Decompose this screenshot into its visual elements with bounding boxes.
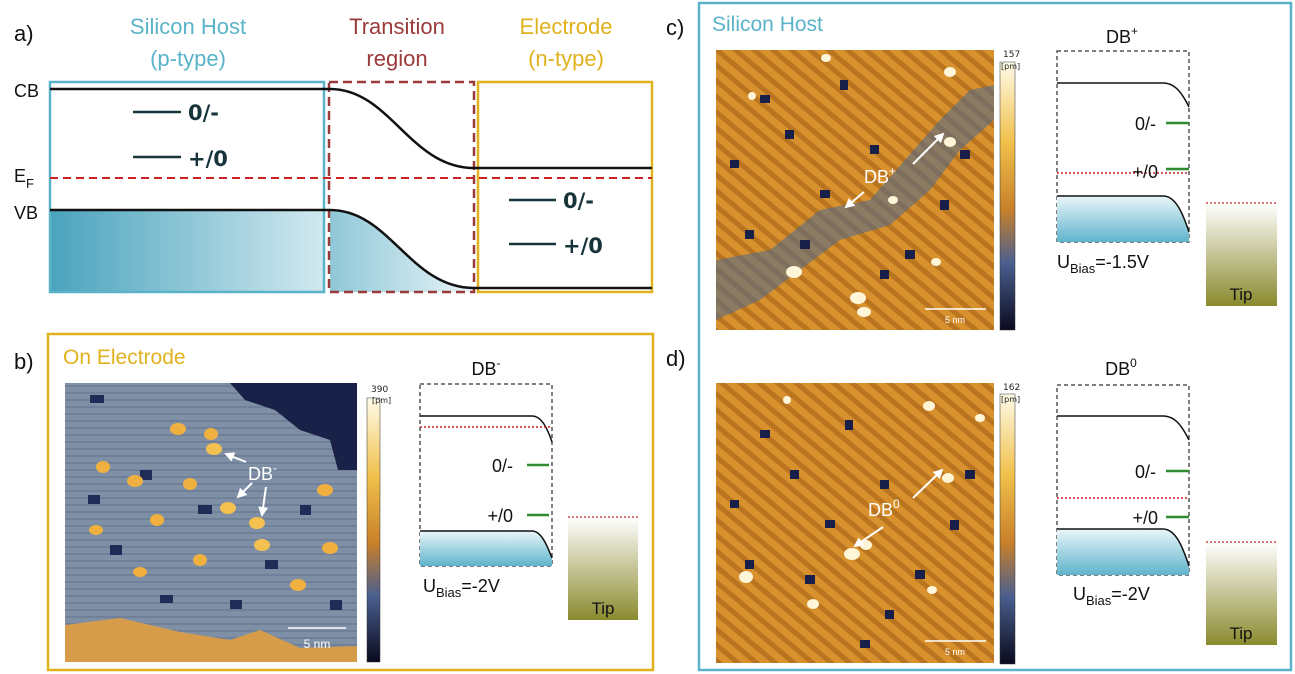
panel-a-label: a) [14, 21, 34, 46]
diagram-d-bias: UBias=-2V [1073, 584, 1150, 608]
scale-label-b: 5 nm [304, 637, 331, 651]
cb-label: CB [14, 81, 39, 101]
stm-image-c [716, 50, 994, 330]
diagram-b-level-lower: +/0 [487, 506, 513, 526]
transition-title-line2: region [366, 46, 427, 71]
diagram-c-conduction-band [1057, 82, 1190, 108]
electrode-level-lower: +/0 [563, 234, 603, 258]
transition-title-line1: Transition [349, 14, 445, 39]
arrow-c-1 [912, 132, 945, 165]
colorbar-d-unit: [pm] [1001, 395, 1020, 404]
host-level-lower: +/0 [188, 147, 228, 171]
panel-a: a) Silicon Host (p-type) Transition regi… [14, 14, 654, 294]
tip-d [1206, 542, 1277, 645]
stm-image-b [65, 383, 357, 662]
colorbar-b-unit: [pm] [372, 396, 391, 405]
diagram-b-title: DB- [471, 356, 500, 379]
diagram-b-level-upper: 0/- [492, 456, 513, 476]
diagram-b-valence-fill [420, 531, 552, 566]
tip-c-label: Tip [1230, 285, 1253, 304]
colorbar-d-max: 162 [1003, 383, 1020, 393]
host-level-upper: 0/- [188, 101, 219, 125]
panel-c: c) Silicon Host [666, 1, 1293, 672]
arrow-b-3 [258, 486, 269, 517]
colorbar-d [999, 393, 1016, 665]
conduction-band [50, 87, 652, 170]
diagram-d-level-upper: 0/- [1135, 462, 1156, 482]
host-region-box [48, 80, 326, 294]
stm-image-d [716, 383, 994, 663]
tip-b-label: Tip [592, 599, 615, 618]
host-frame-cd [697, 1, 1293, 672]
panel-b-frame [46, 332, 655, 672]
arrow-c-2 [844, 191, 865, 209]
panel-b-label: b) [14, 349, 34, 374]
db-label-b: DB- [248, 461, 277, 484]
diagram-d-level-lower: +/0 [1132, 508, 1158, 528]
arrow-d-2 [853, 526, 884, 548]
panel-c-label: c) [666, 15, 684, 40]
arrow-b-2 [236, 482, 253, 499]
tip-c [1206, 203, 1277, 306]
diagram-d-valence-fill [1057, 529, 1189, 575]
db-label-d: DB0 [868, 497, 900, 520]
colorbar-c-max: 157 [1003, 50, 1020, 60]
electrode-title-line2: (n-type) [528, 46, 604, 71]
host-valence-fill [50, 210, 324, 292]
scale-label-c: 5 nm [945, 315, 965, 325]
diagram-c-level-lower: +/0 [1132, 162, 1158, 182]
colorbar-b [366, 397, 381, 663]
host-title-line2: (p-type) [150, 46, 226, 71]
diagram-c-valence-fill [1057, 196, 1189, 242]
scale-label-d: 5 nm [945, 647, 965, 657]
panel-b: b) On Electrode [14, 332, 655, 672]
diagram-d-conduction-band [1057, 415, 1190, 441]
vb-label: VB [14, 203, 38, 223]
colorbar-c [999, 61, 1016, 331]
arrow-b-1 [224, 452, 247, 463]
db-label-c: DB+ [864, 164, 896, 187]
diagram-c-title: DB+ [1106, 24, 1138, 47]
tip-d-label: Tip [1230, 624, 1253, 643]
tip-b [568, 517, 638, 620]
diagram-d-valence-band [1057, 528, 1190, 567]
host-title-line1: Silicon Host [130, 14, 246, 39]
panel-b-title: On Electrode [63, 346, 186, 369]
diagram-b-valence-band [420, 530, 553, 559]
colorbar-b-max: 390 [371, 385, 388, 395]
valence-band [50, 208, 652, 290]
diagram-c-bias: UBias=-1.5V [1057, 252, 1149, 276]
panel-c-title: Silicon Host [712, 13, 823, 36]
electrode-region-box [476, 80, 654, 294]
panel-d: d) 5 nm [666, 346, 1277, 665]
diagram-c-level-upper: 0/- [1135, 114, 1156, 134]
ef-label: EF [14, 166, 34, 191]
colorbar-c-unit: [pm] [1001, 62, 1020, 71]
panel-d-label: d) [666, 346, 686, 371]
diagram-d-title: DB0 [1105, 356, 1137, 379]
electrode-level-upper: 0/- [563, 189, 594, 213]
diagram-b-conduction-band [420, 415, 553, 443]
diagram-b-bias: UBias=-2V [423, 576, 500, 600]
diagram-c-valence-band [1057, 195, 1190, 233]
transition-region-box [327, 80, 476, 294]
arrow-d-1 [912, 468, 944, 499]
electrode-title-line1: Electrode [520, 14, 613, 39]
